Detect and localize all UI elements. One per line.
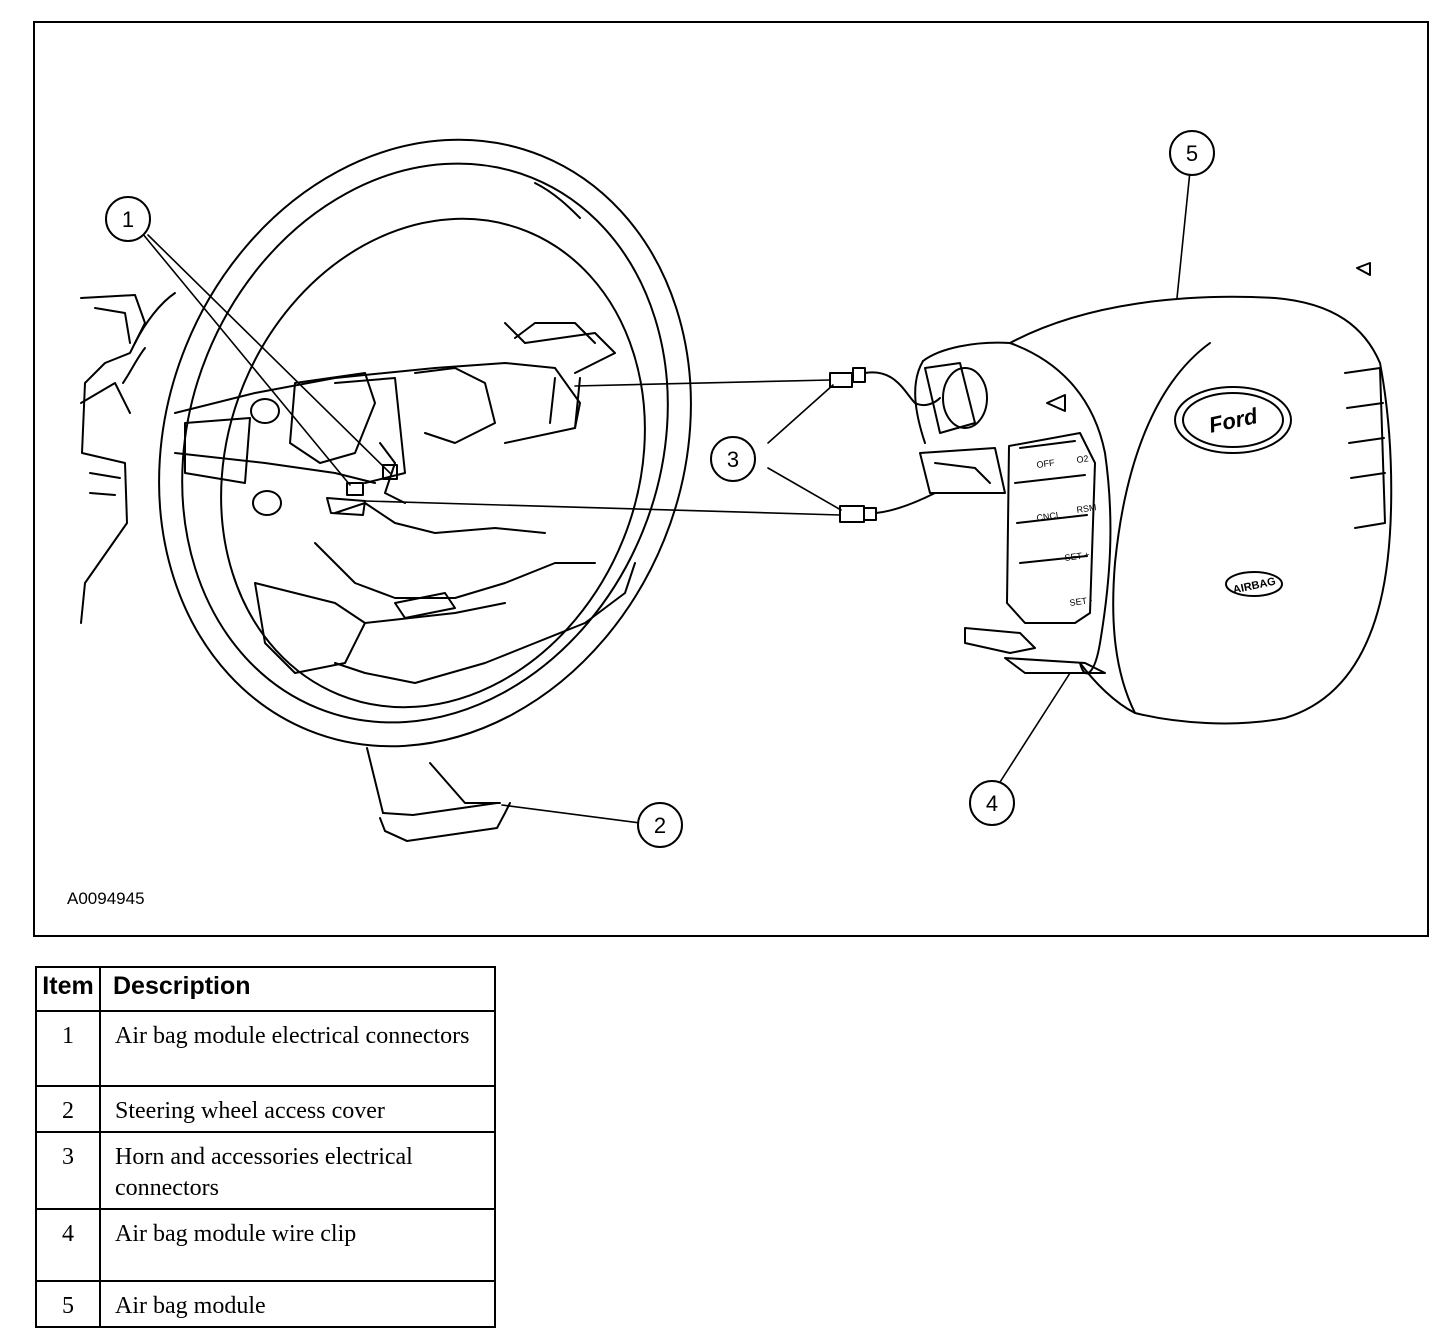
table-row: 3 Horn and accessories electrical connec…: [35, 1131, 496, 1210]
legend-table: Item Description 1 Air bag module electr…: [35, 966, 496, 1328]
row-item: 5: [35, 1280, 101, 1328]
button-o2: O2: [1076, 453, 1089, 465]
row-item: 4: [35, 1208, 101, 1282]
row-description: Steering wheel access cover: [99, 1085, 496, 1133]
row-item: 3: [35, 1131, 101, 1210]
svg-text:4: 4: [986, 791, 998, 816]
button-rsm: RSM: [1076, 502, 1097, 515]
callout-4: 4: [969, 780, 1015, 826]
steering-wheel: [122, 138, 692, 748]
row-description: Horn and accessories electrical connecto…: [99, 1131, 496, 1210]
diagram-figure: 1 2 3 4 5 Ford AIRBAG OFF O2: [33, 21, 1429, 937]
row-item: 1: [35, 1010, 101, 1087]
callout-2: 2: [637, 802, 683, 848]
header-description: Description: [99, 966, 496, 1012]
row-description: Air bag module: [99, 1280, 496, 1328]
callout-1: 1: [105, 196, 151, 242]
table-row: 4 Air bag module wire clip: [35, 1208, 496, 1282]
svg-text:1: 1: [122, 207, 134, 232]
table-row: 2 Steering wheel access cover: [35, 1085, 496, 1133]
steering-column: [366, 747, 511, 842]
ford-logo: Ford: [1207, 403, 1261, 438]
steering-wheel-airbag-illustration: 1 2 3 4 5 Ford AIRBAG OFF O2: [80, 130, 1393, 848]
row-description: Air bag module electrical connectors: [99, 1010, 496, 1087]
legend-header-row: Item Description: [35, 966, 496, 1012]
button-set-plus: SET +: [1064, 550, 1090, 563]
leader-lines: [141, 170, 1191, 824]
callout-3: 3: [710, 436, 756, 482]
callout-5: 5: [1169, 130, 1215, 176]
header-item: Item: [35, 966, 101, 1012]
svg-text:3: 3: [727, 447, 739, 472]
harness-connectors: [829, 367, 941, 523]
button-cncl: CNCL: [1036, 510, 1062, 523]
svg-text:5: 5: [1186, 141, 1198, 166]
svg-text:2: 2: [654, 813, 666, 838]
row-item: 2: [35, 1085, 101, 1133]
button-off: OFF: [1036, 458, 1056, 470]
callout-markers: 1 2 3 4 5: [105, 130, 1215, 848]
table-row: 1 Air bag module electrical connectors: [35, 1010, 496, 1087]
figure-id: A0094945: [67, 889, 145, 908]
row-description: Air bag module wire clip: [99, 1208, 496, 1282]
airbag-module: [914, 262, 1393, 725]
button-set-minus: SET -: [1069, 595, 1093, 608]
dashboard-fragment: [80, 294, 146, 624]
table-row: 5 Air bag module: [35, 1280, 496, 1328]
